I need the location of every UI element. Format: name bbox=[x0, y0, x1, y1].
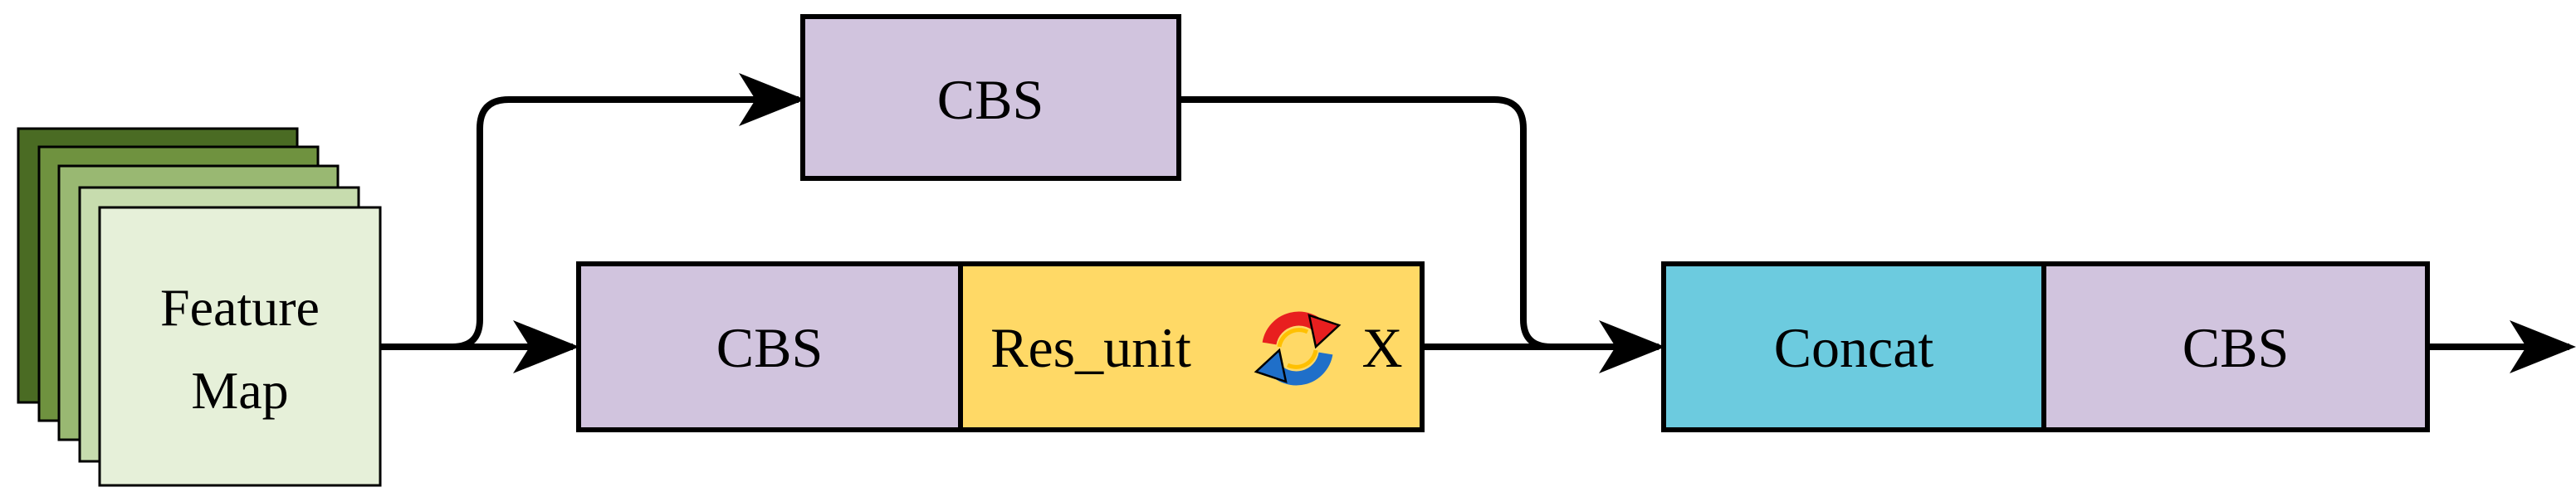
main-cbs-label: CBS bbox=[716, 316, 824, 379]
cycle-arrows-icon bbox=[1254, 311, 1342, 386]
multiplier-label: X bbox=[1361, 316, 1402, 379]
output-cbs-label: CBS bbox=[2183, 316, 2290, 379]
feature-map-label-line2: Map bbox=[191, 361, 288, 420]
res-unit-label: Res_unit bbox=[990, 316, 1191, 379]
main-branch-block: CBS Res_unit X bbox=[576, 261, 1425, 432]
feature-map-label-line1: Feature bbox=[160, 278, 320, 337]
feature-map-layer-5 bbox=[98, 206, 382, 487]
res-unit-block bbox=[958, 261, 1425, 432]
output-cbs-block bbox=[2041, 261, 2430, 432]
output-block: Concat CBS bbox=[1661, 261, 2430, 432]
connectors bbox=[380, 73, 2576, 373]
top-cbs-label: CBS bbox=[937, 68, 1044, 131]
arrow-input-to-top-cbs bbox=[452, 73, 805, 350]
top-cbs-block: CBS bbox=[800, 14, 1181, 181]
feature-map-stack: Feature Map bbox=[17, 127, 382, 487]
concat-label: Concat bbox=[1774, 316, 1934, 379]
